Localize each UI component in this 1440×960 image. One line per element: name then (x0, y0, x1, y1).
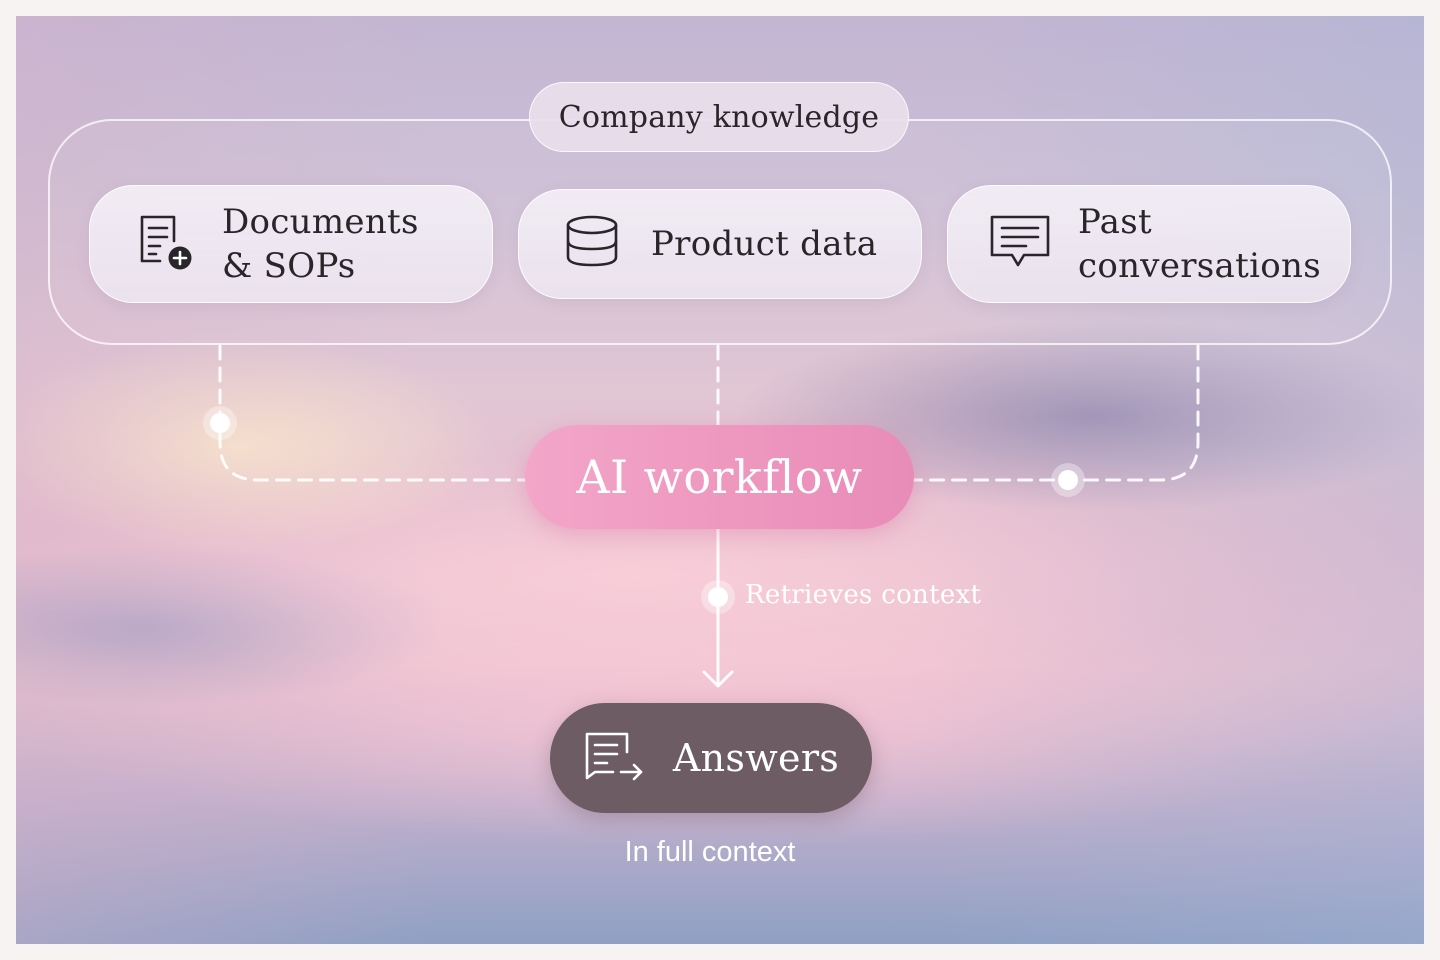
arrow-head (702, 670, 734, 688)
connector-past-to-workflow (912, 344, 1200, 482)
source-card-past-conversations: Past conversations (947, 185, 1351, 303)
database-icon (563, 214, 621, 274)
source-label-documents: Documents & SOPs (222, 202, 419, 286)
source-card-documents: Documents & SOPs (89, 185, 493, 303)
chat-bubble-icon (988, 211, 1052, 277)
answers-label: Answers (672, 736, 840, 780)
retrieves-context-label: Retrieves context (745, 580, 982, 610)
ai-workflow-node: AI workflow (525, 425, 914, 529)
answer-list-icon (583, 730, 645, 786)
full-context-caption: In full context (624, 836, 796, 868)
company-knowledge-label: Company knowledge (529, 82, 909, 152)
answers-node: Answers (550, 703, 872, 813)
source-card-product-data: Product data (518, 189, 922, 299)
connector-docs-to-workflow (218, 344, 527, 482)
source-label-past-conversations: Past conversations (1078, 202, 1321, 286)
connector-lines (203, 344, 1200, 688)
source-label-product-data: Product data (651, 224, 878, 264)
document-add-icon (134, 211, 196, 277)
